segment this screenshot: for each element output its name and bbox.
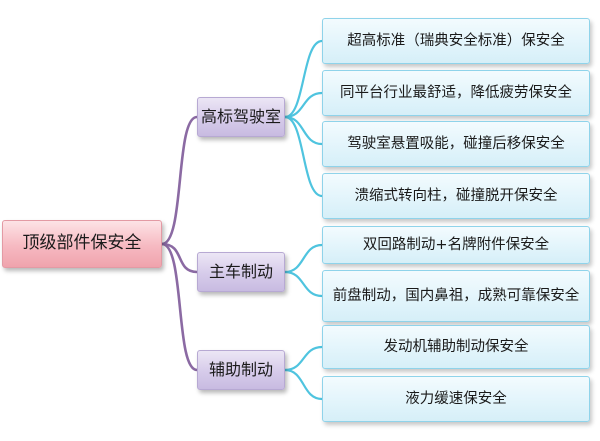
connector-root-to-branch-2 xyxy=(161,242,198,274)
connector-branch-1-leaf-3 xyxy=(284,115,323,146)
root-node: 顶级部件保安全 xyxy=(2,220,162,268)
leaf-node: 溃缩式转向柱，碰撞脱开保安全 xyxy=(322,173,590,219)
connector-root-to-branch-1 xyxy=(161,115,198,246)
connector-branch-2-leaf-2 xyxy=(284,270,323,298)
leaf-node: 发动机辅助制动保安全 xyxy=(322,325,590,369)
connector-branch-1-leaf-2 xyxy=(284,91,323,119)
connector-root-to-branch-3 xyxy=(161,242,198,372)
branch-node-auxiliary-brake: 辅助制动 xyxy=(197,350,285,390)
leaf-node: 前盘制动，国内鼻祖，成熟可靠保安全 xyxy=(322,270,590,322)
connector-branch-3-leaf-2 xyxy=(284,368,323,401)
branch-node-cab: 高标驾驶室 xyxy=(197,97,285,137)
connector-branch-3-leaf-1 xyxy=(284,345,323,372)
leaf-node: 同平台行业最舒适，降低疲劳保安全 xyxy=(322,70,590,116)
leaf-node: 驾驶室悬置吸能，碰撞后移保安全 xyxy=(322,121,590,167)
leaf-node: 液力缓速保安全 xyxy=(322,376,590,422)
leaf-node: 超高标准（瑞典安全标准）保安全 xyxy=(322,18,590,64)
connector-branch-1-leaf-1 xyxy=(284,39,323,119)
branch-node-main-brake: 主车制动 xyxy=(197,252,285,292)
connector-branch-1-leaf-4 xyxy=(284,115,323,198)
leaf-node: 双回路制动+名牌附件保安全 xyxy=(322,226,590,264)
connector-branch-2-leaf-1 xyxy=(284,243,323,274)
